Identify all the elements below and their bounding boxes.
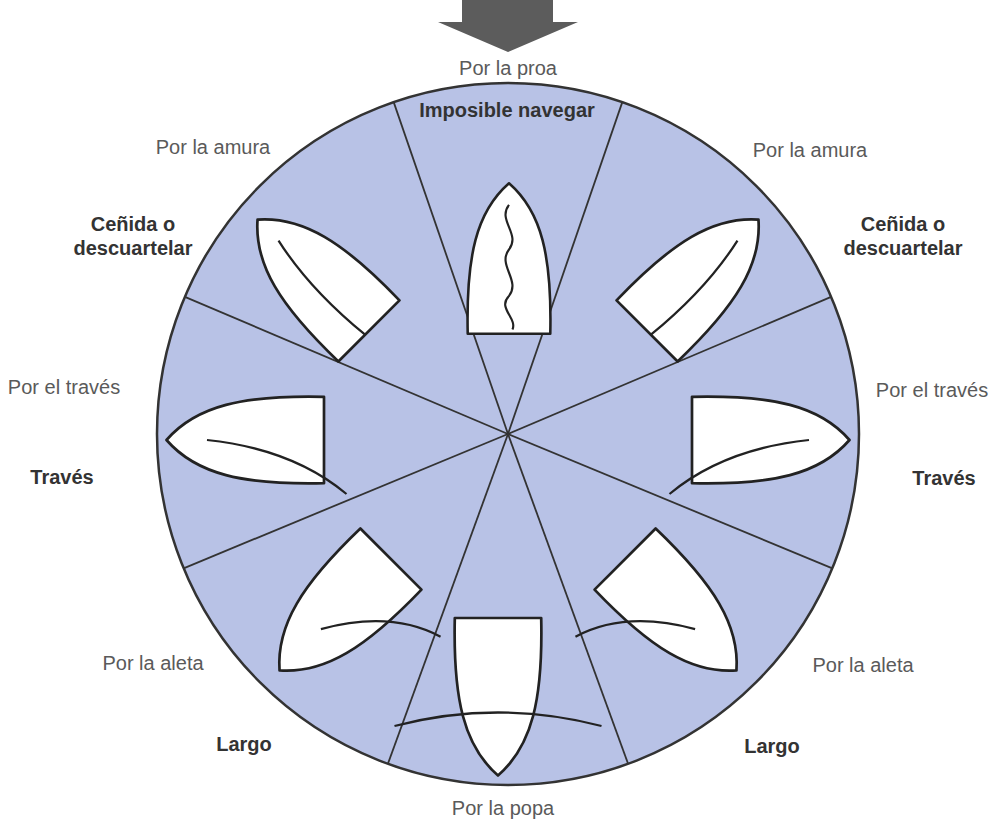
mirrored-boats	[561, 189, 849, 734]
boat-head-to-wind	[468, 183, 551, 333]
point-label: Por la popa	[452, 796, 554, 820]
sector-label: Largo	[216, 732, 272, 756]
boat-beam-reach	[167, 397, 347, 494]
sector-label: Ceñida o descuartelar	[58, 212, 208, 260]
wind-circle	[157, 83, 859, 785]
sector-label: Imposible navegar	[419, 98, 595, 122]
sector-label: Ceñida o descuartelar	[828, 212, 978, 260]
wind-arrow	[438, 0, 578, 52]
boat-close-hauled	[227, 189, 400, 362]
point-label: Por el través	[8, 375, 120, 399]
point-label: Por el través	[876, 378, 988, 402]
point-label: Por la amura	[156, 135, 271, 159]
point-label: Por la aleta	[102, 651, 203, 675]
point-label: Por la amura	[753, 138, 868, 162]
boat-running	[395, 618, 602, 776]
point-label: Por la proa	[459, 56, 557, 80]
boat-broad-reach	[249, 528, 455, 734]
point-label: Por la aleta	[812, 653, 913, 677]
sector-label: Través	[912, 466, 975, 490]
sector-label: Través	[30, 465, 93, 489]
sector-label: Largo	[744, 734, 800, 758]
